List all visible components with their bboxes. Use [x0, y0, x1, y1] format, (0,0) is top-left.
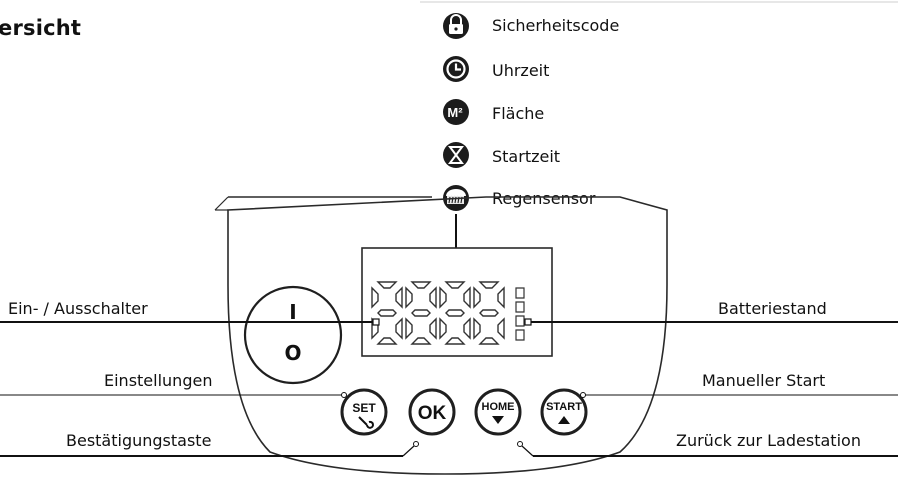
lcd-segment [371, 286, 379, 309]
clock-icon [443, 56, 469, 82]
callout-return-home: Zurück zur Ladestation [676, 431, 861, 450]
ok-button-label: OK [418, 403, 447, 424]
lcd-segment [377, 309, 397, 317]
wrench-icon [358, 416, 374, 429]
battery-indicator [515, 287, 525, 341]
lcd-segment [376, 281, 398, 289]
set-button-label: SET [352, 401, 376, 415]
legend-label-start-time: Startzeit [492, 147, 561, 166]
start-button[interactable]: START [540, 388, 588, 436]
lcd-digit [439, 281, 471, 345]
power-off-symbol: O [284, 341, 301, 365]
lcd-segment [445, 309, 465, 317]
power-switch[interactable] [243, 285, 343, 385]
callout-manual-start: Manueller Start [702, 371, 826, 390]
legend-label-time: Uhrzeit [492, 61, 550, 80]
set-button[interactable]: SET [340, 388, 388, 436]
lcd-segment [497, 286, 505, 309]
home-button-label: HOME [482, 401, 515, 413]
legend-label-rain-sensor: Regensensor [492, 189, 596, 208]
lcd-segment [410, 281, 432, 289]
lcd-segment [473, 286, 481, 309]
lcd-segment [411, 309, 431, 317]
home-button[interactable]: HOME [474, 388, 522, 436]
arrow-up-icon [558, 416, 570, 424]
lock-icon [443, 13, 469, 39]
area-icon-text: M² [447, 105, 463, 120]
lcd-segment [473, 317, 481, 340]
lcd-segment [478, 281, 500, 289]
legend-label-area: Fläche [492, 104, 545, 123]
hourglass-icon [443, 142, 469, 168]
lcd-segment [429, 286, 437, 309]
lcd-digit [473, 281, 505, 345]
lcd-segment [439, 286, 447, 309]
callout-power-switch: Ein- / Ausschalter [8, 299, 148, 318]
lcd-segment [444, 337, 466, 345]
power-on-symbol: I [289, 300, 296, 324]
lcd-segment [405, 317, 413, 340]
callout-battery: Batteriestand [718, 299, 827, 318]
lcd-segment [395, 286, 403, 309]
lcd-segment [439, 317, 447, 340]
lcd-segment [479, 309, 499, 317]
area-icon: M² [443, 99, 469, 125]
lcd-digits [371, 281, 505, 345]
page-title: ersicht [0, 16, 82, 40]
callout-confirm: Bestätigungstaste [66, 431, 212, 450]
lcd-digit [405, 281, 437, 345]
lcd-segment [395, 317, 403, 340]
callout-settings: Einstellungen [104, 371, 213, 390]
lcd-segment [376, 337, 398, 345]
lcd-segment [463, 317, 471, 340]
lcd-segment [405, 286, 413, 309]
lcd-segment [463, 286, 471, 309]
lcd-segment [497, 317, 505, 340]
lcd-segment [444, 281, 466, 289]
ok-button[interactable]: OK [408, 388, 456, 436]
lcd-segment [478, 337, 500, 345]
start-button-label: START [546, 401, 582, 413]
legend-label-security-code: Sicherheitscode [492, 16, 620, 35]
lcd-segment [410, 337, 432, 345]
arrow-down-icon [492, 416, 504, 424]
lcd-segment [429, 317, 437, 340]
